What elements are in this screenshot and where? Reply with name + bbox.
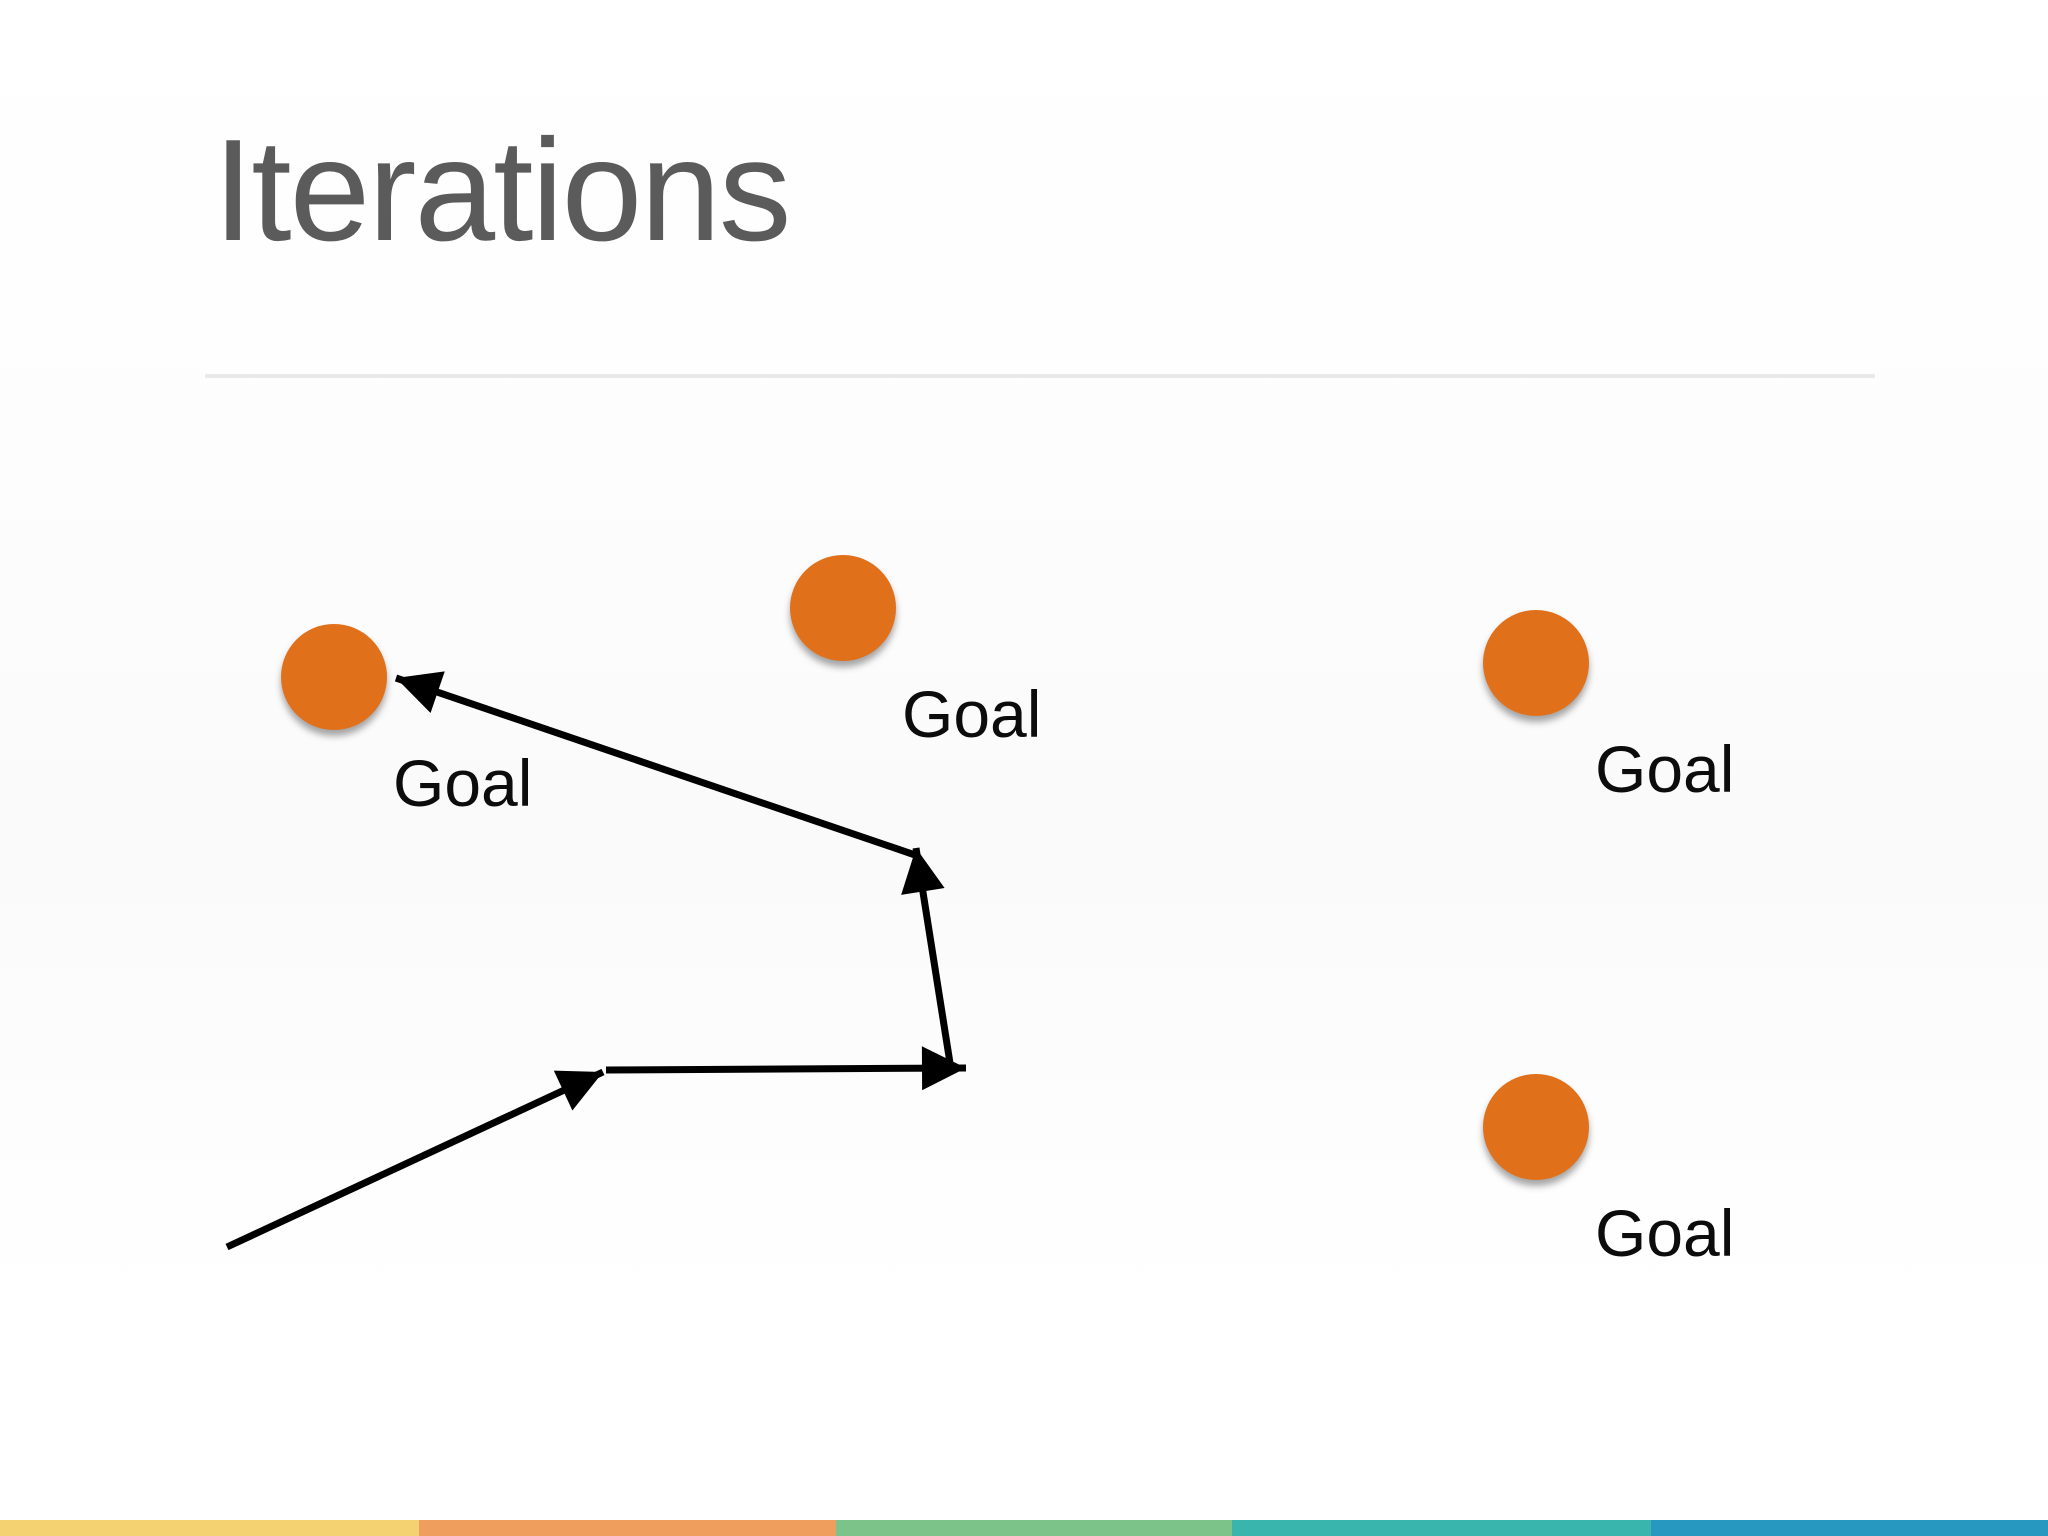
goal-node-3: Goal	[1483, 610, 1763, 830]
slide-title: Iterations	[213, 109, 791, 271]
goal-label-1: Goal	[393, 746, 533, 820]
footer-stripe-yellow	[0, 1520, 419, 1536]
path-arrow-segment-1	[225, 1068, 605, 1251]
goal-dot-3	[1483, 610, 1589, 716]
footer-stripe-bar	[0, 1520, 2048, 1536]
goal-node-1: Goal	[281, 624, 561, 844]
footer-stripe-blue	[1651, 1520, 2048, 1536]
path-arrow-segment-2	[605, 1046, 967, 1091]
goal-label-4: Goal	[1595, 1196, 1735, 1270]
goal-node-2: Goal	[790, 555, 1070, 775]
path-arrow-segment-4	[394, 671, 920, 860]
title-divider-rule	[205, 374, 1875, 378]
goal-dot-4	[1483, 1074, 1589, 1180]
path-arrow-segment-3	[901, 847, 954, 1064]
goal-node-4: Goal	[1483, 1074, 1763, 1294]
footer-stripe-teal	[1232, 1520, 1651, 1536]
goal-dot-1	[281, 624, 387, 730]
goal-label-3: Goal	[1595, 732, 1735, 806]
goal-dot-2	[790, 555, 896, 661]
footer-stripe-orange	[419, 1520, 836, 1536]
footer-stripe-green	[836, 1520, 1232, 1536]
goal-label-2: Goal	[902, 677, 1042, 751]
